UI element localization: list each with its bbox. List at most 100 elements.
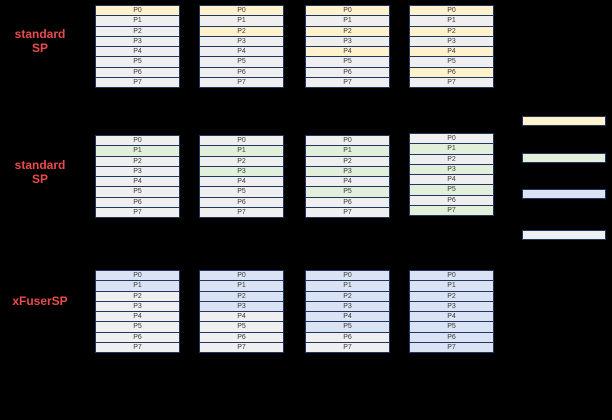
partition-cell: P4 bbox=[410, 47, 493, 58]
partition-cell: P4 bbox=[96, 47, 179, 58]
partition-cell: P7 bbox=[200, 207, 283, 217]
partition-cell: P4 bbox=[200, 177, 283, 188]
partition-cell: P7 bbox=[96, 207, 179, 217]
partition-cell: P1 bbox=[200, 146, 283, 157]
partition-cell: P5 bbox=[410, 322, 493, 333]
partition-cell: P6 bbox=[96, 67, 179, 78]
partition-cell: P5 bbox=[306, 322, 389, 333]
partition-cell: P6 bbox=[200, 67, 283, 78]
group-label-line: SP bbox=[31, 41, 48, 55]
partition-cell: P0 bbox=[96, 6, 179, 17]
partition-cell: P5 bbox=[200, 57, 283, 68]
partition-cell: P5 bbox=[200, 187, 283, 198]
partition-cell: P3 bbox=[410, 301, 493, 312]
group-label-line: standard bbox=[14, 158, 66, 172]
partition-cell: P4 bbox=[200, 47, 283, 58]
partition-cell: P3 bbox=[200, 36, 283, 47]
partition-cell: P3 bbox=[410, 36, 493, 47]
partition-cell: P5 bbox=[410, 57, 493, 68]
partition-cell: P6 bbox=[306, 67, 389, 78]
group-label-xfuser-sp: xFuserSP bbox=[0, 294, 80, 308]
partition-cell: P0 bbox=[96, 271, 179, 282]
partition-cell: P1 bbox=[306, 16, 389, 27]
partition-cell: P1 bbox=[200, 16, 283, 27]
partition-cell: P2 bbox=[306, 26, 389, 37]
partition-cell: P7 bbox=[410, 77, 493, 87]
partition-cell: P0 bbox=[200, 6, 283, 17]
partition-cell: P5 bbox=[96, 187, 179, 198]
partition-cell: P0 bbox=[410, 6, 493, 17]
partition-cell: P6 bbox=[200, 197, 283, 208]
partition-cell: P4 bbox=[306, 177, 389, 188]
partition-cell: P1 bbox=[200, 281, 283, 292]
partition-cell: P4 bbox=[410, 312, 493, 323]
partition-cell: P0 bbox=[306, 6, 389, 17]
partition-cell: P0 bbox=[96, 136, 179, 147]
partition-cell: P7 bbox=[410, 342, 493, 352]
partition-cell: P3 bbox=[306, 36, 389, 47]
partition-cell: P3 bbox=[96, 36, 179, 47]
partition-cell: P7 bbox=[306, 342, 389, 352]
partition-cell: P2 bbox=[410, 26, 493, 37]
partition-cell: P4 bbox=[96, 312, 179, 323]
group-label-line: SP bbox=[31, 172, 48, 186]
partition-cell: P2 bbox=[306, 156, 389, 167]
partition-cell: P3 bbox=[200, 301, 283, 312]
partition-cell: P2 bbox=[96, 156, 179, 167]
partition-cell: P2 bbox=[200, 156, 283, 167]
partition-cell: P7 bbox=[200, 77, 283, 87]
group-label-line: standard bbox=[14, 27, 66, 41]
partition-cell: P2 bbox=[200, 291, 283, 302]
partition-cell: P2 bbox=[410, 291, 493, 302]
partition-cell: P4 bbox=[410, 175, 493, 186]
partition-cell: P1 bbox=[306, 146, 389, 157]
partition-cell: P6 bbox=[96, 332, 179, 343]
partition-cell: P1 bbox=[410, 144, 493, 155]
partition-cell: P6 bbox=[200, 332, 283, 343]
partition-cell: P2 bbox=[410, 154, 493, 165]
group-label-standard-sp-1: standard SP bbox=[0, 27, 80, 55]
legend-swatch-gray bbox=[522, 230, 606, 240]
partition-cell: P0 bbox=[410, 134, 493, 145]
partition-cell: P7 bbox=[306, 77, 389, 87]
partition-cell: P3 bbox=[96, 166, 179, 177]
partition-cell: P1 bbox=[96, 281, 179, 292]
partition-cell: P1 bbox=[410, 281, 493, 292]
partition-cell: P6 bbox=[410, 195, 493, 206]
partition-cell: P2 bbox=[200, 26, 283, 37]
partition-cell: P7 bbox=[96, 77, 179, 87]
legend-swatch-yellow bbox=[522, 116, 606, 126]
partition-cell: P0 bbox=[200, 271, 283, 282]
partition-cell: P7 bbox=[200, 342, 283, 352]
partition-cell: P5 bbox=[410, 185, 493, 196]
legend-swatch-green bbox=[522, 153, 606, 163]
partition-cell: P7 bbox=[306, 207, 389, 217]
legend-swatch-blue bbox=[522, 189, 606, 199]
partition-cell: P3 bbox=[306, 166, 389, 177]
partition-cell: P3 bbox=[306, 301, 389, 312]
partition-cell: P2 bbox=[306, 291, 389, 302]
group-label-line: xFuserSP bbox=[12, 294, 68, 308]
group-label-standard-sp-2: standard SP bbox=[0, 158, 80, 186]
partition-cell: P1 bbox=[410, 16, 493, 27]
partition-cell: P3 bbox=[96, 301, 179, 312]
partition-cell: P0 bbox=[200, 136, 283, 147]
partition-cell: P2 bbox=[96, 26, 179, 37]
partition-cell: P4 bbox=[306, 312, 389, 323]
partition-cell: P5 bbox=[306, 57, 389, 68]
partition-cell: P6 bbox=[410, 332, 493, 343]
partition-cell: P0 bbox=[306, 271, 389, 282]
partition-cell: P2 bbox=[96, 291, 179, 302]
partition-cell: P5 bbox=[306, 187, 389, 198]
